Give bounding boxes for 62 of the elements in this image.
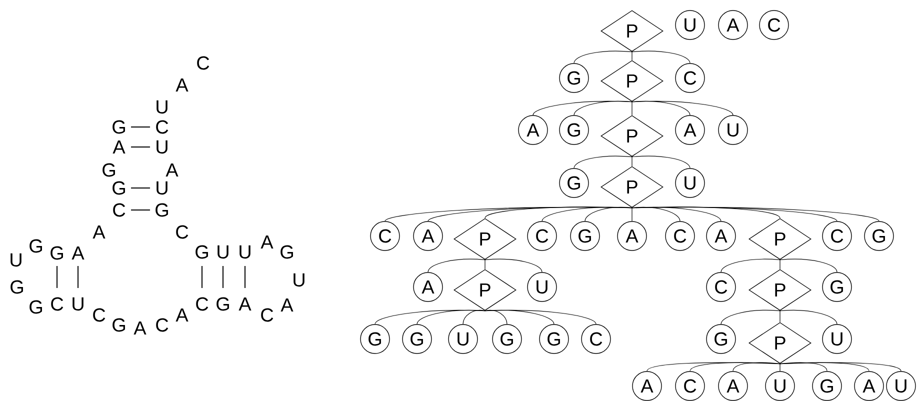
nucleotide-letter: G	[280, 245, 293, 259]
tree-branch	[720, 310, 780, 324]
nucleotide-letter: U	[72, 297, 84, 311]
nucleotide-letter: C	[156, 318, 168, 332]
nucleotide-letter: A	[134, 321, 146, 335]
nucleotide-letter: C	[93, 308, 106, 322]
nucleotide-letter: C	[197, 56, 210, 70]
nucleotide-letter: U	[10, 253, 22, 267]
nucleotide-letter: A	[72, 246, 84, 260]
nucleotide-letter: C	[261, 308, 274, 322]
tree-branch	[632, 206, 880, 222]
tree-branch	[632, 206, 680, 222]
nucleotide-letter: C	[113, 203, 126, 217]
nucleotide-letter: A	[280, 298, 294, 312]
nucleotide-letter: G	[112, 120, 125, 134]
nucleotide-letter: G	[30, 239, 42, 253]
nucleotide-letter: U	[294, 273, 304, 287]
nucleotide-letter: G	[102, 163, 115, 177]
tree-branch	[584, 206, 632, 222]
nucleotide-letter: G	[156, 203, 168, 217]
nucleotide-letter: U	[240, 245, 250, 259]
nucleotide-letter: G	[112, 181, 125, 195]
tree-branch	[780, 310, 838, 324]
nucleotide-letter: G	[30, 300, 42, 314]
tree-branch	[428, 258, 486, 272]
tree-branch	[416, 310, 486, 324]
nucleotide-letter: C	[176, 225, 188, 239]
tree-branch	[484, 310, 596, 324]
tree-branch	[632, 50, 690, 64]
nucleotide-letter: C	[156, 120, 168, 134]
nucleotide-letter: A	[176, 308, 188, 322]
tree-branch	[732, 362, 780, 372]
tree-branch	[574, 100, 632, 116]
tree-branch	[484, 260, 486, 270]
nucleotide-letter: U	[156, 140, 168, 154]
nucleotide-letter: A	[176, 78, 188, 92]
tree-branch	[484, 310, 508, 324]
nucleotide-letter: G	[112, 318, 125, 332]
tree-branch	[632, 156, 690, 168]
tree-branch	[780, 258, 838, 272]
nucleotide-letter: G	[50, 246, 63, 260]
tree-branch	[574, 50, 632, 64]
nucleotide-letter: C	[196, 297, 208, 311]
nucleotide-letter: A	[238, 297, 252, 311]
tree-branch	[484, 258, 542, 272]
tree-branch	[462, 310, 486, 324]
nucleotide-letter: G	[196, 245, 208, 259]
nucleotide-letter: G	[10, 280, 23, 294]
nucleotide-letter: A	[112, 140, 126, 154]
nucleotide-letter: A	[260, 235, 274, 249]
tree-branch	[632, 100, 734, 116]
tree-branch	[574, 156, 632, 168]
tree-branch	[780, 362, 902, 372]
nucleotide-letter: A	[166, 163, 178, 177]
nucleotide-letter: A	[92, 225, 106, 239]
nucleotide-letter: G	[216, 297, 229, 311]
nucleotide-letter: U	[218, 245, 228, 259]
tree-branch	[780, 362, 828, 372]
nucleotide-letter: C	[51, 297, 64, 311]
nucleotide-letter: U	[156, 181, 168, 195]
nucleotide-letter: U	[156, 100, 168, 114]
tree-branch	[720, 258, 780, 272]
